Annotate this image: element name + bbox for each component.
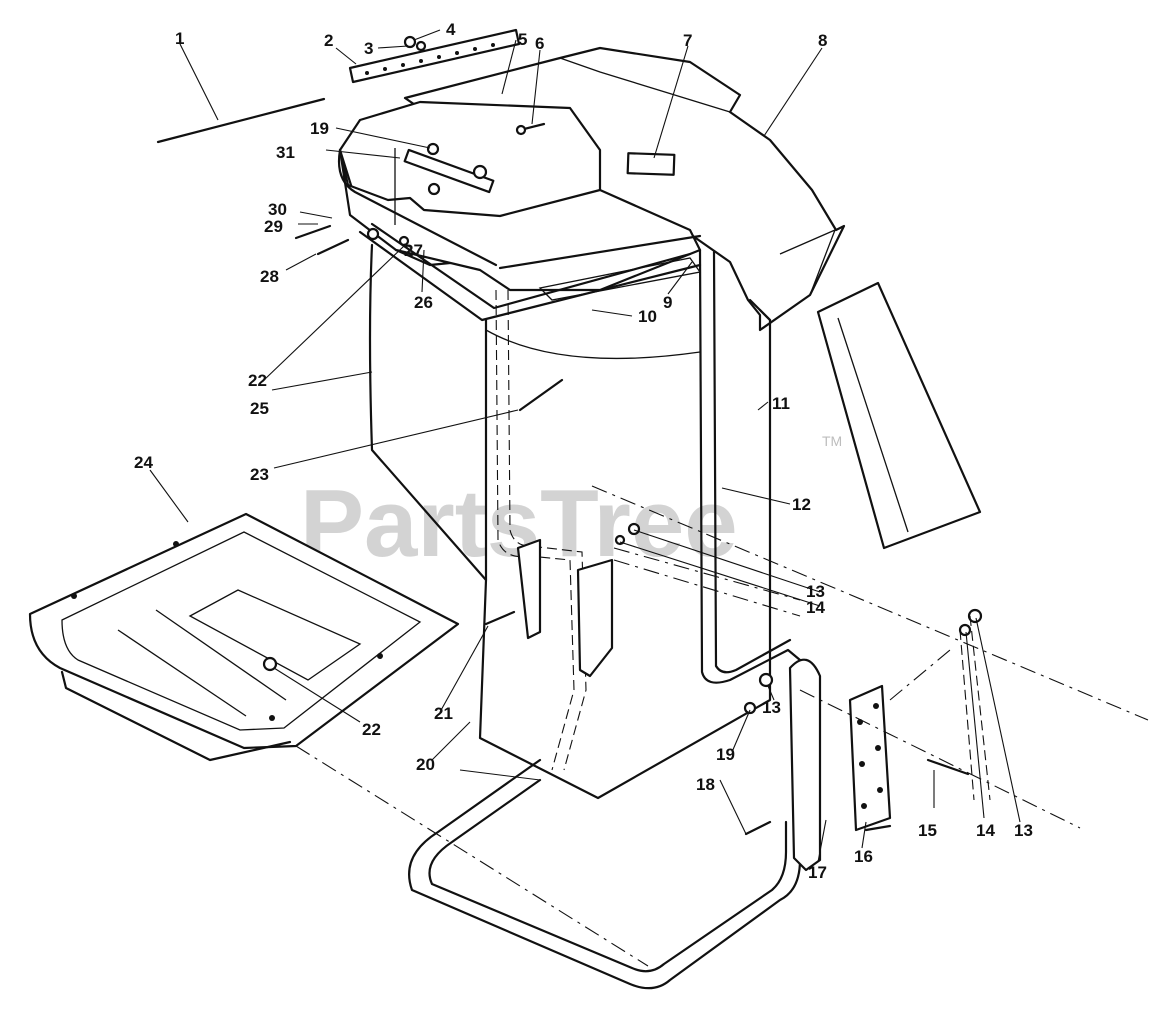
callout-21: 21	[434, 704, 453, 723]
callout-20: 20	[416, 755, 435, 774]
part-hinge-strip	[348, 28, 521, 84]
assembly-centerlines	[295, 485, 1149, 967]
part-bolts	[294, 224, 970, 836]
part-side-brackets	[516, 538, 614, 678]
callout-14-lower: 14	[976, 821, 995, 840]
callout-30: 30	[268, 200, 287, 219]
leader-lines	[149, 29, 1021, 863]
callout-13-mid: 13	[762, 698, 781, 717]
callout-14-upper: 14	[806, 598, 825, 617]
callout-17: 17	[808, 863, 827, 882]
callout-3: 3	[364, 39, 373, 58]
chute-panel	[816, 281, 982, 550]
callout-1: 1	[175, 29, 184, 48]
callout-2: 2	[324, 31, 333, 50]
hinge-strip-holes	[365, 43, 495, 75]
part-base-frame	[408, 758, 802, 990]
watermark: PartsTree TM	[300, 433, 842, 577]
callout-5: 5	[518, 30, 527, 49]
callout-9: 9	[663, 293, 672, 312]
callout-12: 12	[792, 495, 811, 514]
callout-22-upper: 22	[248, 371, 267, 390]
callout-4: 4	[446, 20, 456, 39]
part-bottom-pan	[28, 512, 460, 762]
part-rod	[156, 97, 326, 144]
callout-11: 11	[772, 394, 790, 413]
callout-13-upper: 13	[806, 582, 825, 601]
callout-labels: 1 2 3 4 5 6 7 8 9 10 11 12 13 14 13 15 1…	[134, 20, 1033, 882]
callout-7: 7	[683, 31, 692, 50]
part-hinge-bracket	[788, 658, 892, 872]
callout-10: 10	[638, 307, 657, 326]
callout-26: 26	[414, 293, 433, 312]
callout-16: 16	[854, 847, 873, 866]
watermark-trademark: TM	[822, 433, 842, 449]
part-frame-tube	[698, 248, 802, 684]
callout-29: 29	[264, 217, 283, 236]
callout-13-lower: 13	[1014, 821, 1033, 840]
callout-15: 15	[918, 821, 937, 840]
part-nuts	[366, 227, 983, 715]
callout-19-lower: 19	[716, 745, 735, 764]
callout-27: 27	[404, 241, 423, 260]
callout-25: 25	[250, 399, 269, 418]
callout-19-upper: 19	[310, 119, 329, 138]
callout-24: 24	[134, 453, 153, 472]
callout-18: 18	[696, 775, 715, 794]
callout-28: 28	[260, 267, 279, 286]
hidden-tube-lines	[495, 289, 587, 771]
callout-6: 6	[535, 34, 544, 53]
callout-31: 31	[276, 143, 295, 162]
callout-22-lower: 22	[362, 720, 381, 739]
part-clevis-pin	[515, 122, 546, 136]
callout-23: 23	[250, 465, 269, 484]
callout-8: 8	[818, 31, 827, 50]
